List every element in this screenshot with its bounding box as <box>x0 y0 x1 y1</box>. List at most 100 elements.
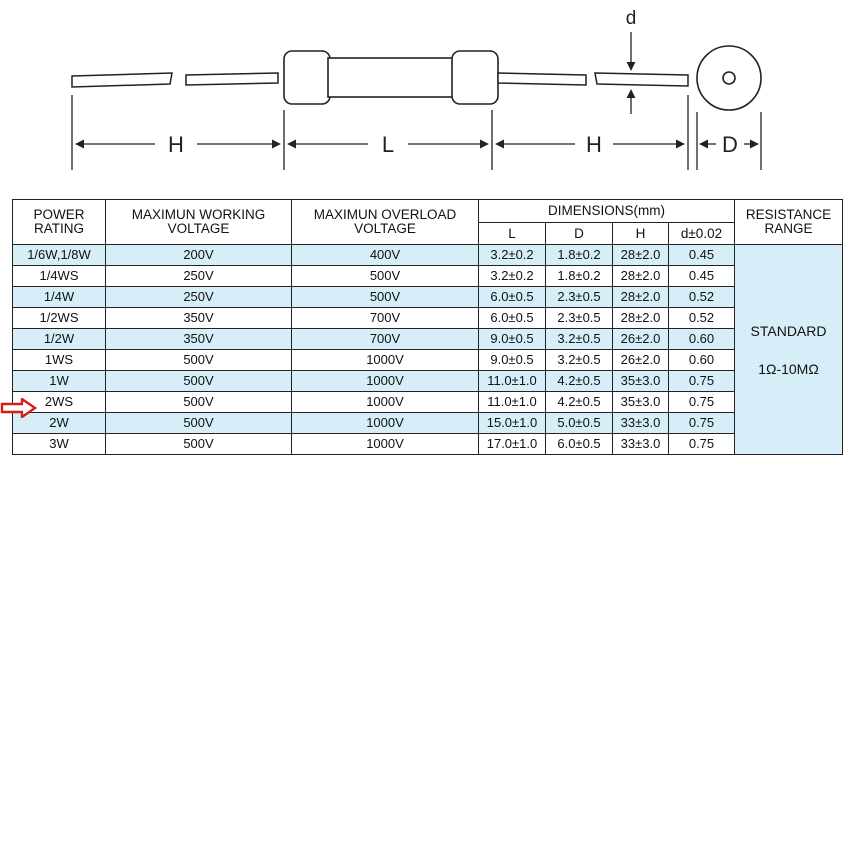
cell-l: 9.0±0.5 <box>478 328 546 350</box>
cell-overload: 400V <box>291 244 479 266</box>
header-dim-l: L <box>478 222 546 245</box>
header-overload-voltage: MAXIMUN OVERLOAD VOLTAGE <box>291 199 479 245</box>
cell-working: 500V <box>105 433 292 455</box>
cell-overload: 700V <box>291 307 479 329</box>
cell-l: 9.0±0.5 <box>478 349 546 371</box>
cell-lead: 0.52 <box>668 286 735 308</box>
table-row-highlighted: 2WS 500V 1000V 11.0±1.0 4.2±0.5 35±3.0 0… <box>12 391 843 413</box>
cell-d: 4.2±0.5 <box>545 391 613 413</box>
range-values: 1Ω-10MΩ <box>758 360 819 377</box>
cell-l: 15.0±1.0 <box>478 412 546 434</box>
extension-lines <box>71 95 762 170</box>
cell-power: 1/4W <box>12 286 106 308</box>
table-row: 1W 500V 1000V 11.0±1.0 4.2±0.5 35±3.0 0.… <box>12 370 843 392</box>
cell-lead: 0.60 <box>668 328 735 350</box>
header-dim-h: H <box>612 222 669 245</box>
table-row: 1/2WS 350V 700V 6.0±0.5 2.3±0.5 28±2.0 0… <box>12 307 843 329</box>
cell-lead: 0.75 <box>668 412 735 434</box>
left-lead-segment-inner <box>185 72 279 86</box>
cell-h: 26±2.0 <box>612 328 669 350</box>
cell-overload: 700V <box>291 328 479 350</box>
header-dim-d: D <box>545 222 613 245</box>
right-lead-segment-inner <box>497 72 587 86</box>
left-lead-segment-outer <box>71 72 173 88</box>
cell-power: 1W <box>12 370 106 392</box>
right-lead-segment-outer <box>594 72 689 87</box>
cell-h: 26±2.0 <box>612 349 669 371</box>
cell-power: 1/6W,1/8W <box>12 244 106 266</box>
table-row: 3W 500V 1000V 17.0±1.0 6.0±0.5 33±3.0 0.… <box>12 433 843 455</box>
cell-d: 4.2±0.5 <box>545 370 613 392</box>
cell-power: 1/2WS <box>12 307 106 329</box>
label-d-body: D <box>722 132 738 157</box>
cell-h: 33±3.0 <box>612 412 669 434</box>
table-row: 2W 500V 1000V 15.0±1.0 5.0±0.5 33±3.0 0.… <box>12 412 843 434</box>
cell-power: 1/4WS <box>12 265 106 287</box>
header-resistance-range: RESISTANCE RANGE <box>734 199 843 245</box>
label-h-right: H <box>586 132 602 157</box>
header-working-voltage: MAXIMUN WORKING VOLTAGE <box>105 199 292 245</box>
cell-power: 2W <box>12 412 106 434</box>
cell-l: 17.0±1.0 <box>478 433 546 455</box>
cell-overload: 1000V <box>291 349 479 371</box>
cell-h: 28±2.0 <box>612 265 669 287</box>
cell-overload: 1000V <box>291 391 479 413</box>
cell-h: 35±3.0 <box>612 370 669 392</box>
cell-power: 1WS <box>12 349 106 371</box>
label-h-left: H <box>168 132 184 157</box>
header-dim-lead: d±0.02 <box>668 222 735 245</box>
cell-lead: 0.45 <box>668 265 735 287</box>
cell-l: 3.2±0.2 <box>478 265 546 287</box>
table-row: 1/4W 250V 500V 6.0±0.5 2.3±0.5 28±2.0 0.… <box>12 286 843 308</box>
cell-h: 28±2.0 <box>612 307 669 329</box>
cell-working: 250V <box>105 265 292 287</box>
header-dimensions: DIMENSIONS(mm) <box>478 199 735 223</box>
cell-working: 350V <box>105 307 292 329</box>
cell-power: 3W <box>12 433 106 455</box>
cell-resistance-range: STANDARD 1Ω-10MΩ <box>734 244 843 455</box>
cell-overload: 1000V <box>291 370 479 392</box>
cell-lead: 0.75 <box>668 370 735 392</box>
cell-working: 500V <box>105 349 292 371</box>
cell-h: 28±2.0 <box>612 286 669 308</box>
cell-l: 6.0±0.5 <box>478 307 546 329</box>
cell-d: 6.0±0.5 <box>545 433 613 455</box>
cell-h: 33±3.0 <box>612 433 669 455</box>
cell-working: 500V <box>105 412 292 434</box>
cell-l: 11.0±1.0 <box>478 391 546 413</box>
table-row: 1/4WS 250V 500V 3.2±0.2 1.8±0.2 28±2.0 0… <box>12 265 843 287</box>
resistor-body <box>283 50 499 105</box>
end-view <box>696 45 762 111</box>
header-power-rating: POWER RATING <box>12 199 106 245</box>
cell-lead: 0.75 <box>668 391 735 413</box>
cell-l: 11.0±1.0 <box>478 370 546 392</box>
cell-lead: 0.52 <box>668 307 735 329</box>
cell-lead: 0.75 <box>668 433 735 455</box>
label-l: L <box>382 132 394 157</box>
specification-table: POWER RATING MAXIMUN WORKING VOLTAGE MAX… <box>12 199 843 455</box>
table-row: 1WS 500V 1000V 9.0±0.5 3.2±0.5 26±2.0 0.… <box>12 349 843 371</box>
cell-overload: 1000V <box>291 433 479 455</box>
cell-d: 2.3±0.5 <box>545 307 613 329</box>
cell-working: 500V <box>105 391 292 413</box>
table-row: 1/2W 350V 700V 9.0±0.5 3.2±0.5 26±2.0 0.… <box>12 328 843 350</box>
cell-working: 200V <box>105 244 292 266</box>
cell-d: 3.2±0.5 <box>545 349 613 371</box>
table-row: 1/6W,1/8W 200V 400V 3.2±0.2 1.8±0.2 28±2… <box>12 244 843 455</box>
cell-d: 3.2±0.5 <box>545 328 613 350</box>
cell-l: 3.2±0.2 <box>478 244 546 266</box>
cell-overload: 500V <box>291 265 479 287</box>
highlight-arrow-icon <box>0 398 38 418</box>
cell-d: 1.8±0.2 <box>545 265 613 287</box>
cell-d: 5.0±0.5 <box>545 412 613 434</box>
cell-l: 6.0±0.5 <box>478 286 546 308</box>
range-standard: STANDARD <box>750 322 827 339</box>
cell-lead: 0.45 <box>668 244 735 266</box>
cell-overload: 500V <box>291 286 479 308</box>
cell-working: 250V <box>105 286 292 308</box>
cell-h: 28±2.0 <box>612 244 669 266</box>
cell-working: 500V <box>105 370 292 392</box>
cell-d: 2.3±0.5 <box>545 286 613 308</box>
resistor-dimension-diagram: H L H D d <box>71 8 762 170</box>
cell-working: 350V <box>105 328 292 350</box>
